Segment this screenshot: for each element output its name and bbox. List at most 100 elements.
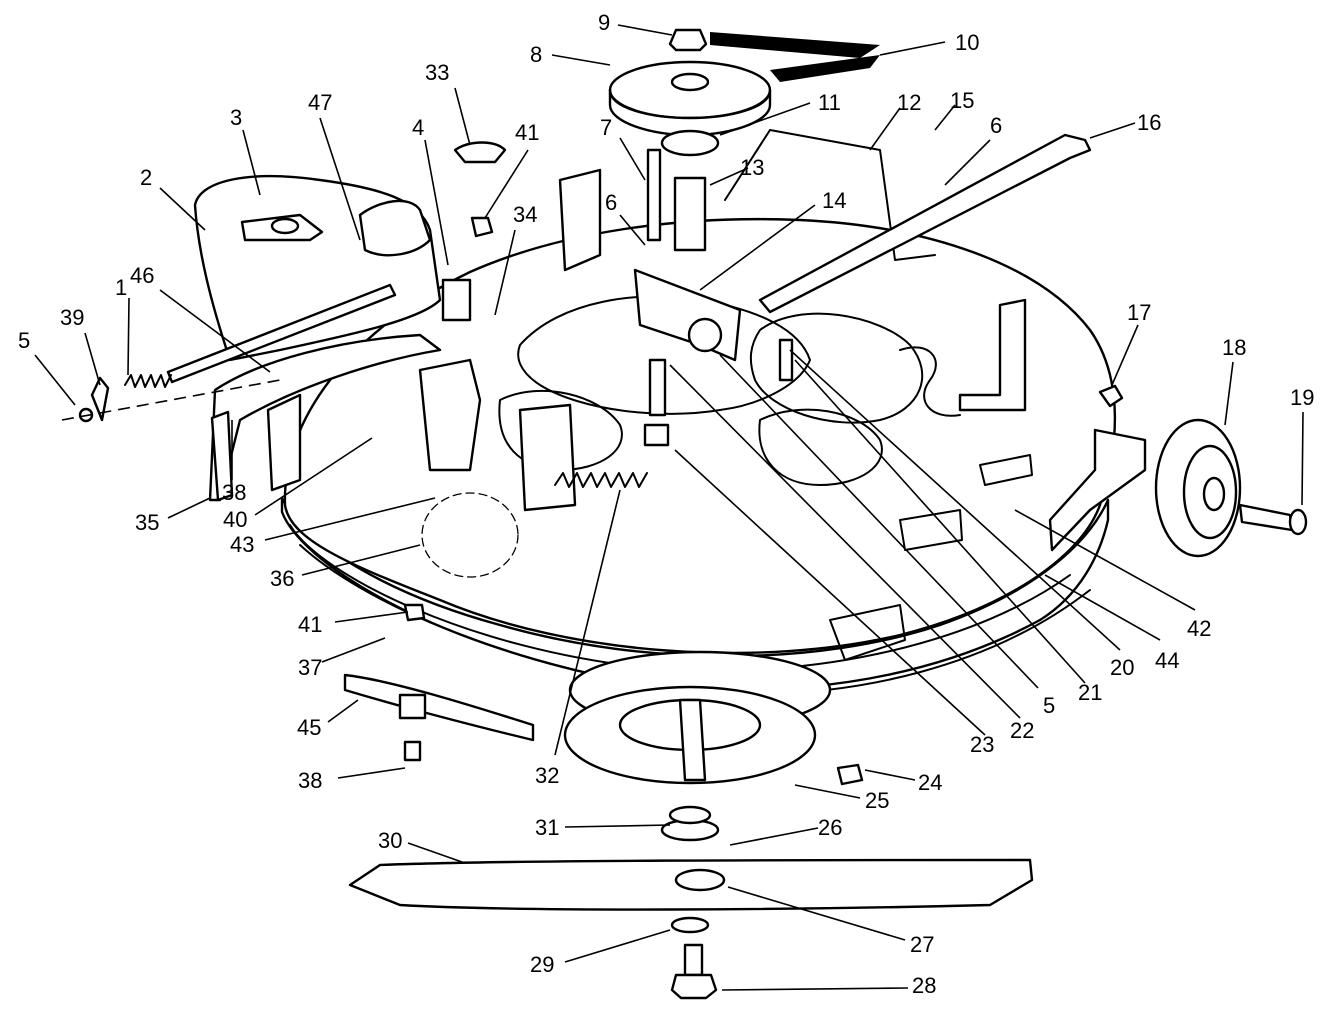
nut-41-top (470, 216, 494, 238)
callout-5: 5 (18, 328, 30, 353)
pulley-assembly (608, 28, 880, 252)
callout-41-lower: 41 (298, 612, 322, 637)
leader-2 (159, 187, 206, 231)
leader-29 (564, 929, 671, 963)
deck-cutout-left (498, 389, 623, 471)
callout-38-lower: 38 (298, 768, 322, 793)
callout-labels: 1 2 3 4 5 5 6 6 7 8 9 10 11 12 13 14 15 … (18, 10, 1314, 998)
leader-26 (729, 827, 819, 846)
callout-35: 35 (135, 510, 159, 535)
callout-18: 18 (1222, 335, 1246, 360)
tension-spring-32 (554, 472, 648, 488)
washer-31 (668, 805, 712, 825)
callout-46: 46 (130, 263, 154, 288)
mount-bracket-right (958, 298, 1027, 412)
nut-24 (836, 763, 864, 786)
leader-11 (719, 102, 811, 136)
leader-44 (1044, 574, 1161, 641)
callout-42: 42 (1187, 616, 1211, 641)
wheel-assembly (1048, 384, 1308, 558)
leader-5a (34, 354, 76, 406)
callout-34: 34 (513, 202, 537, 227)
leader-21 (794, 359, 1086, 684)
leader-13 (709, 167, 749, 186)
wheel-nut-17 (1098, 384, 1124, 408)
hinge-rod-assembly (61, 283, 397, 502)
leader-28 (721, 987, 909, 991)
leader-37 (321, 637, 386, 663)
leader-47 (319, 117, 361, 241)
callout-38: 38 (222, 480, 246, 505)
leader-33 (454, 87, 471, 146)
deck-cutout-right (749, 312, 924, 424)
mount-bracket-left (558, 168, 602, 272)
spacer-5 (648, 358, 667, 417)
leader-23 (674, 449, 986, 736)
hinge-pin-38 (210, 410, 234, 502)
side-bracket-left (418, 358, 482, 472)
screw-38-lower (403, 740, 422, 762)
leader-24 (864, 769, 916, 781)
leader-6b (944, 139, 991, 186)
washer-29 (670, 916, 710, 934)
nut-41-lower (403, 603, 426, 622)
wheel-bolt (1238, 503, 1294, 532)
deck-ridge (829, 604, 906, 661)
callout-22: 22 (1010, 718, 1034, 743)
wheel-axle-bracket (1048, 428, 1147, 552)
callout-6-right: 6 (990, 113, 1002, 138)
leader-35 (167, 497, 211, 519)
callout-8: 8 (530, 42, 542, 67)
leader-43 (264, 497, 436, 541)
callout-20: 20 (1110, 655, 1134, 680)
callout-26: 26 (818, 815, 842, 840)
baffle-clip (398, 693, 427, 720)
callout-17: 17 (1127, 300, 1151, 325)
callout-23: 23 (970, 732, 994, 757)
spindle-blade-assembly (348, 650, 1034, 1000)
callout-37: 37 (298, 655, 322, 680)
callout-11: 11 (818, 90, 841, 115)
callout-27: 27 (910, 932, 934, 957)
callout-10: 10 (955, 30, 979, 55)
callout-41: 41 (515, 120, 539, 145)
leader-9 (617, 24, 673, 36)
bushing-23 (643, 423, 670, 447)
callout-9: 9 (598, 10, 610, 35)
callout-7: 7 (600, 115, 612, 140)
leader-16 (1089, 122, 1136, 139)
callout-40: 40 (223, 507, 247, 532)
leader-19 (1301, 411, 1304, 506)
callout-3: 3 (230, 105, 242, 130)
wire-guard-12 (724, 129, 936, 261)
deck-stud-4 (441, 278, 472, 322)
decal-36 (421, 492, 519, 578)
deck-cutout-lower (758, 408, 883, 486)
mower-deck (280, 217, 1117, 696)
blade-bolt-head (670, 973, 718, 1000)
hinge-spring (124, 374, 172, 388)
leader-38b (337, 767, 406, 779)
leader-5b (719, 354, 1039, 689)
callout-6: 6 (605, 190, 617, 215)
leader-27 (727, 886, 906, 941)
deck-ridge-2 (899, 509, 963, 551)
wing-nut-33 (453, 141, 507, 164)
leader-4 (424, 139, 449, 266)
callout-43: 43 (230, 532, 254, 557)
callout-45: 45 (297, 715, 321, 740)
idler-bolt-7 (646, 148, 662, 242)
chute-arm (208, 333, 442, 502)
callout-28: 28 (912, 973, 936, 998)
spindle-tube (673, 176, 707, 252)
chute-bracket (358, 199, 432, 257)
leader-36 (301, 544, 421, 576)
leader-10 (879, 41, 946, 56)
callout-31: 31 (535, 815, 559, 840)
callout-5-lower: 5 (1043, 693, 1055, 718)
leader-20 (789, 349, 1121, 651)
leader-40 (254, 437, 373, 516)
callout-36: 36 (270, 566, 294, 591)
